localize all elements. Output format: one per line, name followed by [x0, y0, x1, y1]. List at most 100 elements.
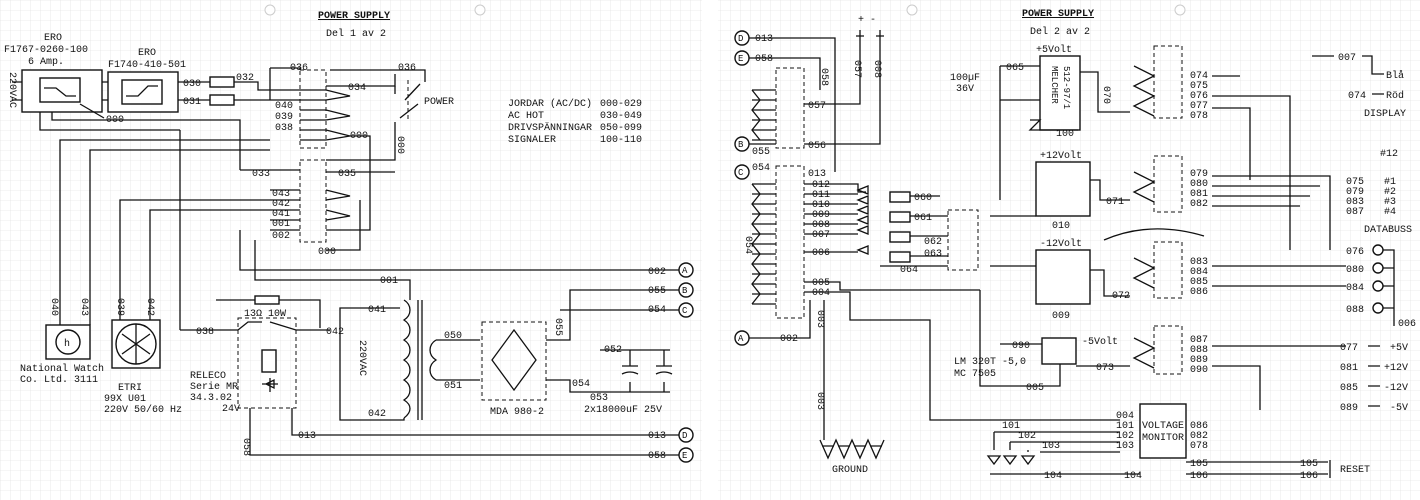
regn5-part-1: LM 320T -5,0: [954, 357, 1026, 368]
s2-wire-080: 080: [1190, 179, 1208, 190]
display-label: DISPLAY: [1364, 109, 1406, 120]
s2-wire-086-b: 086: [1190, 421, 1208, 432]
s2-wire-102: 102: [1116, 431, 1134, 442]
wire-039: 039: [275, 112, 293, 123]
transformer: [339, 299, 438, 421]
wire-058-b: 058: [648, 451, 666, 462]
databuss-pin-12: #12: [1380, 149, 1398, 160]
connector-C: [678, 302, 694, 318]
s2-wire-079-b: 079: [1346, 187, 1364, 198]
s2-wire-054-vert: 054: [742, 236, 753, 254]
wire-033: 033: [252, 169, 270, 180]
terminal-strip-top: [775, 67, 805, 149]
bridge-label: MDA 980-2: [490, 407, 544, 418]
s2-wire-079: 079: [1190, 169, 1208, 180]
transformer-label: 220VAC: [356, 340, 367, 376]
s2-wire-106: 106: [1190, 471, 1208, 482]
fuse-1: [209, 76, 235, 88]
s2-wire-085-b: 085: [1340, 383, 1358, 394]
output-minus12v: -12V: [1384, 383, 1408, 394]
fuse-060: [889, 191, 911, 203]
wire-037: 000: [394, 136, 405, 154]
s2-wire-103-b: 103: [1042, 441, 1060, 452]
output-minus5v: -5V: [1390, 403, 1408, 414]
wire-042-b: 042: [144, 298, 155, 316]
relay-outline: [237, 317, 297, 409]
hour-meter-dial: [55, 329, 81, 355]
wire-041-b: 041: [368, 305, 386, 316]
bridge-rectifier: [481, 321, 547, 401]
databuss-pin-2: #2: [1384, 187, 1396, 198]
fuse-063: [889, 251, 911, 263]
s2-wire-060: 060: [914, 193, 932, 204]
legend-row-1-name: JORDAR (AC/DC): [508, 98, 592, 110]
s2-wire-105-b: 105: [1300, 459, 1318, 470]
regn12-label: -12Volt: [1040, 238, 1082, 250]
wire-013-b: 013: [648, 431, 666, 442]
wire-043-b: 043: [78, 298, 89, 316]
s2-wire-075-b: 075: [1346, 177, 1364, 188]
s2-wire-071: 071: [1106, 197, 1124, 208]
s2-wire-089: 089: [1190, 355, 1208, 366]
s2-wire-003-vert: 003: [814, 310, 825, 328]
connector-D-label: D: [682, 431, 687, 441]
s2-wire-086: 086: [1190, 287, 1208, 298]
connector-D2-label: D: [738, 34, 743, 44]
reg5-part: MELCHER: [1049, 66, 1059, 104]
mid-terminal-block: [947, 209, 979, 271]
reg-5v: [1039, 55, 1081, 131]
relay-coil: [261, 349, 277, 373]
fan-label-2: 99X U01: [104, 394, 146, 405]
s2-wire-082: 082: [1190, 199, 1208, 210]
s2-wire-009-b: 009: [1052, 311, 1070, 322]
wire-036-b: 036: [398, 63, 416, 74]
s2-wire-103: 103: [1116, 441, 1134, 452]
ero1-title: ERO: [44, 33, 62, 44]
s2-wire-005: 005: [812, 278, 830, 289]
s2-wire-007: 007: [812, 230, 830, 241]
connector-E2-label: E: [738, 54, 743, 64]
s2-wire-058-vert: 058: [818, 68, 829, 86]
wire-001-b: 001: [380, 276, 398, 287]
legend-row-3-range: 050-099: [600, 123, 642, 134]
databuss-pin-4: #4: [1384, 207, 1396, 218]
s2-wire-013-b: 013: [808, 169, 826, 180]
s2-wire-063: 063: [924, 249, 942, 260]
s2-wire-082-b: 082: [1190, 431, 1208, 442]
reg-neg12v: [1035, 249, 1091, 305]
voltage-monitor: [1139, 403, 1187, 459]
s2-wire-075: 075: [1190, 81, 1208, 92]
wire-001: 001: [272, 219, 290, 230]
wire-000-b: 000: [350, 131, 368, 142]
wire-031: 031: [183, 97, 201, 108]
ero1-part: F1767-0260-100: [4, 45, 88, 56]
sheet2-subtitle: Del 2 av 2: [1030, 26, 1090, 38]
regn5-label: -5Volt: [1082, 336, 1118, 348]
terminal-block-top: [299, 69, 327, 149]
connector-A: [678, 262, 694, 278]
s2-wire-078-b: 078: [1190, 441, 1208, 452]
wire-034: 034: [348, 83, 366, 94]
s2-wire-004: 004: [812, 288, 830, 299]
wire-054-b: 054: [572, 379, 590, 390]
resistor-label: 13Ω 10W: [244, 309, 286, 320]
s2-wire-010-b: 010: [1052, 221, 1070, 232]
s2-wire-081-b: 081: [1340, 363, 1358, 374]
reg-neg5v: [1041, 337, 1077, 365]
binder-hole: [906, 4, 918, 16]
hour-meter-symbol: h: [64, 338, 70, 350]
s2-wire-105: 105: [1190, 459, 1208, 470]
sheet1-subtitle: Del 1 av 2: [326, 28, 386, 40]
s2-wire-085: 085: [1190, 277, 1208, 288]
legend-row-2-range: 030-049: [600, 111, 642, 122]
connector-C2-label: C: [738, 168, 744, 178]
display-bla: Blå: [1386, 69, 1404, 82]
ero2-title: ERO: [138, 48, 156, 59]
s2-wire-084-b: 084: [1346, 283, 1364, 294]
wire-042: 042: [272, 199, 290, 210]
legend-row-1-range: 000-029: [600, 99, 642, 110]
connector-B2-label: B: [738, 140, 744, 150]
s2-wire-106-b: 106: [1300, 471, 1318, 482]
databuss-label: DATABUSS: [1364, 225, 1412, 236]
